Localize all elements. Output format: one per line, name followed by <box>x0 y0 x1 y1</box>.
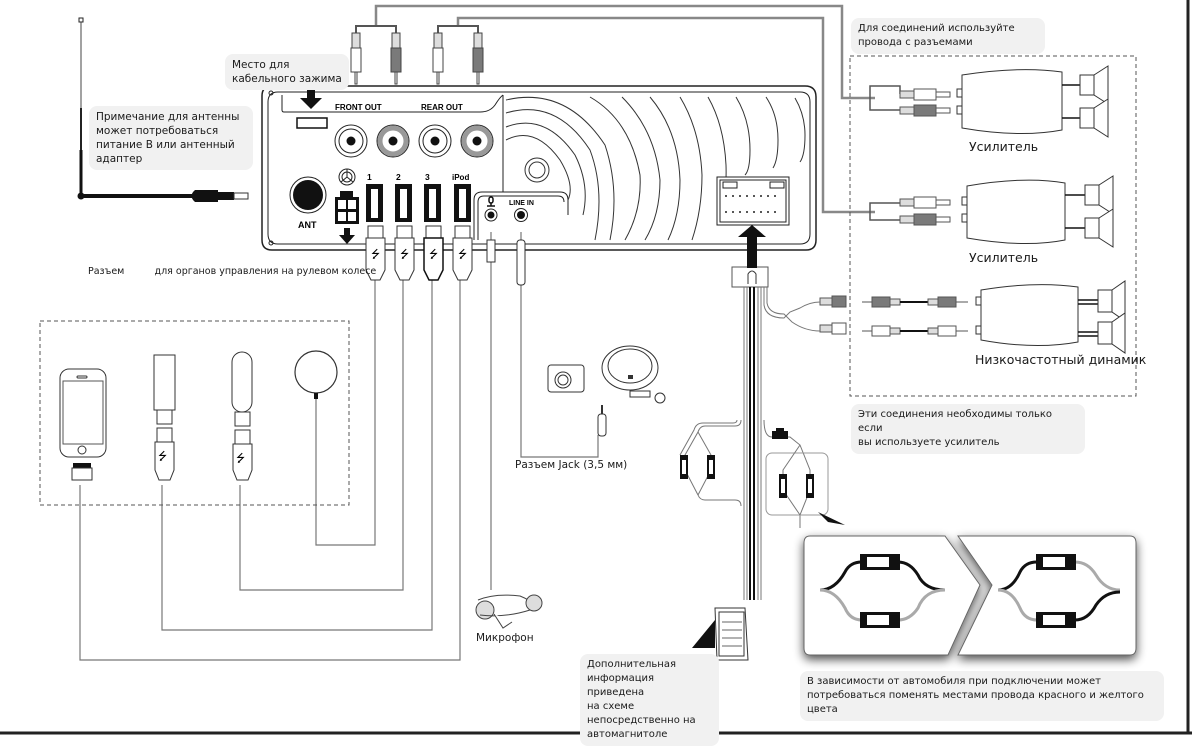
note-use-wires: Для соединений используйте провода с раз… <box>851 18 1045 54</box>
usb-cables <box>79 232 599 661</box>
usb-icon: ⭍ <box>236 452 245 465</box>
rca-output-cables <box>350 4 875 214</box>
jack-3-5mm-plug <box>597 405 607 437</box>
usb-plugs-head-unit: ⭍ ⭍ ⭍ ⭍ <box>365 225 526 286</box>
rca-jack-front-right <box>376 124 410 158</box>
rca-plug-front-red <box>390 32 402 85</box>
usb-port-label-ipod: iPod <box>452 173 469 182</box>
wire-harness <box>679 250 845 661</box>
label-amplifier-2: Усилитель <box>969 250 1039 265</box>
front-out-label: FRONT OUT <box>335 103 382 112</box>
label-microphone: Микрофон <box>476 632 534 644</box>
label-amplifier-1: Усилитель <box>969 139 1039 154</box>
note-antenna: Примечание для антенны может потребовать… <box>89 106 253 170</box>
usb-devices-box <box>39 320 350 506</box>
rca-jack-rear-right <box>460 124 494 158</box>
note-more-info: Дополнительная информация приведена на с… <box>580 654 719 746</box>
ipod-shuffle-device <box>547 364 585 393</box>
line-in-label: LINE IN <box>509 200 534 207</box>
amplifier-group-box <box>849 55 1137 397</box>
svg-text:⭍: ⭍ <box>400 248 409 261</box>
usb-port-1 <box>366 184 383 222</box>
rca-jacks <box>334 124 494 158</box>
usb-port-label-1: 1 <box>367 172 372 182</box>
rca-jack-front-left <box>334 124 368 158</box>
swap-before <box>819 554 946 628</box>
note-amplifier-only: Эти соединения необходимы только если вы… <box>851 404 1085 454</box>
usb-port-label-2: 2 <box>396 172 401 182</box>
remote-puck-device <box>294 350 338 399</box>
steering-wheel-icon <box>338 168 356 186</box>
clamp-slot <box>296 117 328 129</box>
rear-out-label: REAR OUT <box>421 103 463 112</box>
rca-plug-front-white <box>350 32 362 85</box>
svg-text:⭍: ⭍ <box>429 248 438 261</box>
amplifier-1 <box>869 65 1109 138</box>
note-cable-clamp: Место для кабельного зажима <box>225 54 349 90</box>
rca-jack-rear-left <box>418 124 452 158</box>
svg-text:⭍: ⭍ <box>371 248 380 261</box>
swap-wires-illustration <box>803 535 1137 656</box>
usb-port-3 <box>424 184 441 222</box>
rca-plug-rear-white <box>432 32 444 85</box>
usb-stick-device: ⭍ <box>153 354 176 481</box>
iphone-device <box>59 368 107 481</box>
label-steering-connector: Разъем для органов управления на рулевом… <box>88 266 377 277</box>
usb-port-label-3: 3 <box>425 172 430 182</box>
swap-after <box>997 554 1121 628</box>
antenna <box>77 17 249 202</box>
microphone-port-icon <box>487 196 495 207</box>
label-jack: Разъем Jack (3,5 мм) <box>515 459 628 471</box>
usb-flash-device: ⭍ <box>231 351 253 481</box>
ant-socket <box>289 176 327 214</box>
vent-grille <box>505 96 806 241</box>
clamp-arrow-icon <box>300 88 322 109</box>
label-subwoofer: Низкочастотный динамик <box>975 352 1147 367</box>
cd-player-device <box>601 345 666 404</box>
note-swap-wires: В зависимости от автомобиля при подключе… <box>800 671 1164 721</box>
microphone-device <box>475 594 543 629</box>
amplifier-2 <box>869 175 1114 248</box>
usb-port-2 <box>395 184 412 222</box>
subwoofer <box>819 280 1126 354</box>
svg-text:⭍: ⭍ <box>458 248 467 261</box>
usb-port-ipod <box>454 184 471 222</box>
usb-ports <box>366 184 471 222</box>
usb-icon: ⭍ <box>158 450 167 463</box>
rca-plug-rear-red <box>472 32 484 85</box>
ant-label: ANT <box>298 220 317 230</box>
steering-control-connector <box>335 191 359 244</box>
iso-connector-socket <box>716 176 790 226</box>
